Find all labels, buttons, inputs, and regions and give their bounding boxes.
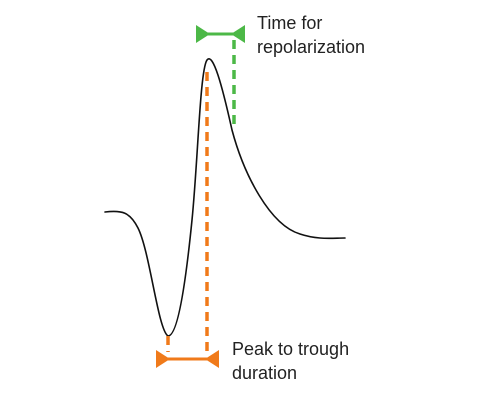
repolarization-bracket [196, 25, 245, 43]
peak-to-trough-bracket [156, 350, 219, 368]
spike-waveform [104, 58, 346, 337]
peak-to-trough-label-line1: Peak to trough [232, 339, 350, 359]
peak-to-trough-label: Peak to trough duration [232, 337, 349, 385]
repolarization-label-line1: Time for [257, 13, 323, 33]
peak-to-trough-label-line2: duration [232, 363, 298, 383]
repolarization-label: Time for repolarization [257, 11, 365, 59]
repolarization-label-line2: repolarization [257, 37, 366, 57]
